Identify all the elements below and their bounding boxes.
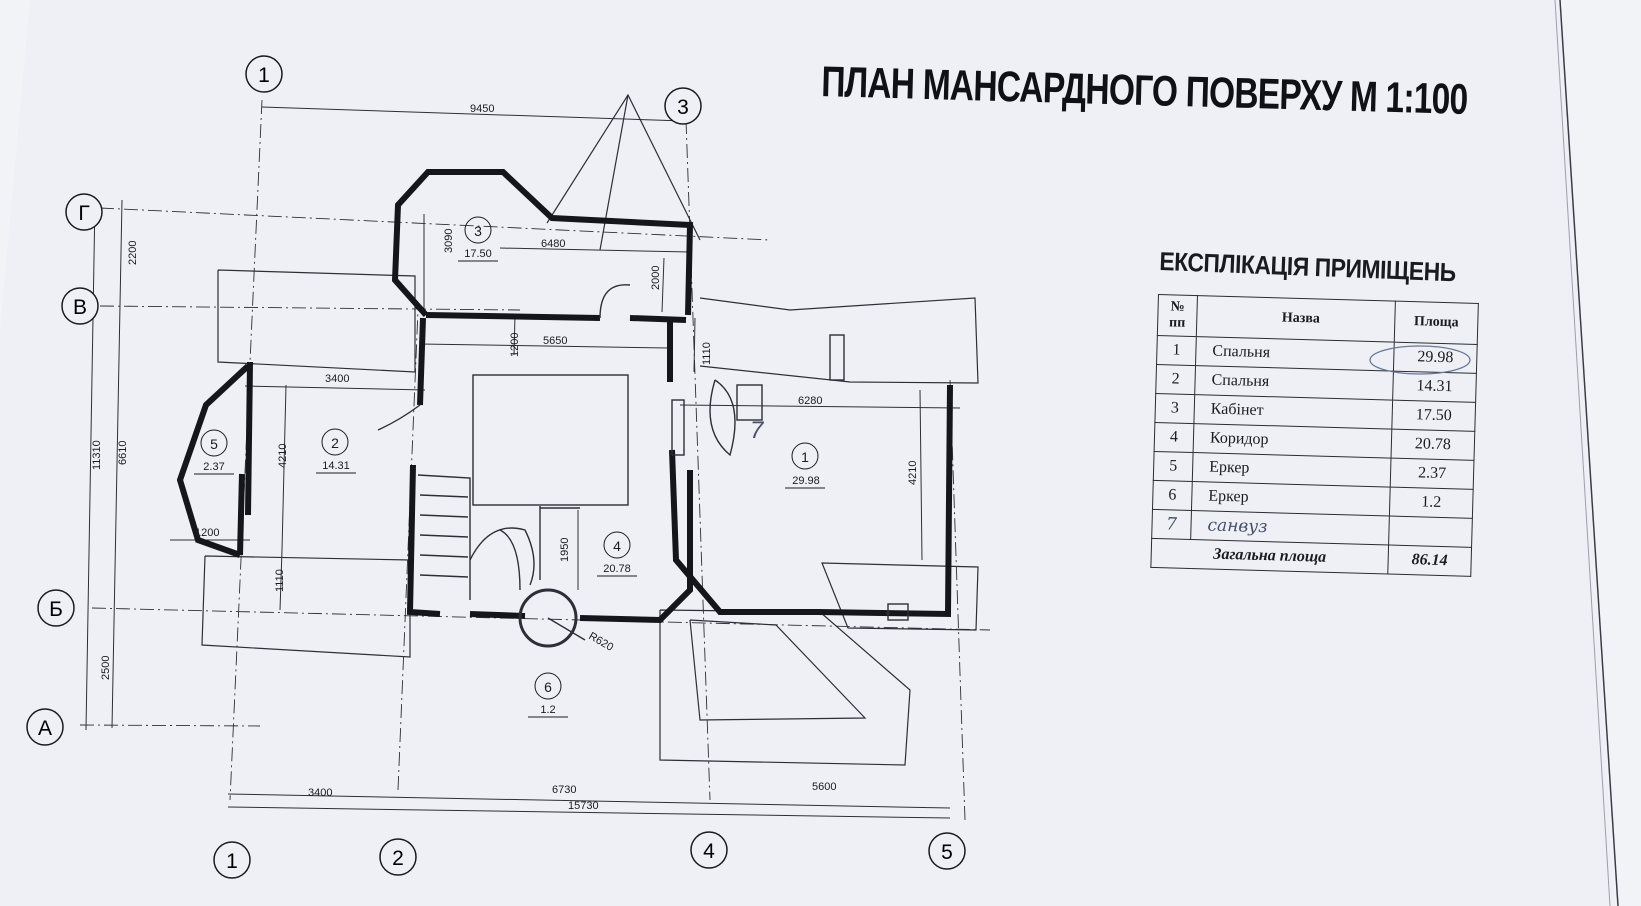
dim-bottom-total: 15730: [568, 800, 599, 812]
room-marker-2: 2 14.31: [316, 428, 356, 474]
dim-corridor-depth: 1200: [509, 333, 521, 357]
row-num: 4: [1154, 422, 1194, 453]
row-area: 17.50: [1391, 400, 1476, 432]
dim-room3-depth: 3090: [443, 229, 455, 253]
dim-room2-lower: 1110: [274, 569, 286, 592]
explication-table: № пп Назва Площа 1 Спальня 29.98 2 Спаль…: [1150, 294, 1479, 577]
svg-text:1: 1: [801, 449, 809, 465]
room-marker-3: 3 17.50: [458, 216, 498, 262]
svg-text:29.98: 29.98: [792, 475, 820, 487]
dim-room5-width: 1200: [195, 527, 219, 539]
svg-text:4: 4: [613, 538, 621, 554]
svg-text:Б: Б: [49, 598, 63, 621]
svg-text:2: 2: [392, 847, 404, 870]
dim-room2-depth: 4210: [277, 444, 289, 468]
header-area: Площа: [1394, 301, 1479, 345]
dim-room2-width: 3400: [325, 373, 349, 385]
dimension-lines: [85, 106, 961, 819]
dim-corridor-width-2: 1110: [701, 342, 713, 365]
dim-left-outer: 11310: [91, 440, 103, 470]
dim-room1-width: 6280: [798, 395, 822, 407]
axis-grid: [79, 99, 991, 821]
total-value: 86.14: [1387, 545, 1472, 577]
dim-left-inner-3: 2500: [100, 656, 112, 680]
axis-marker-top-1: 1: [245, 55, 283, 93]
dim-left-inner-2: 6610: [117, 441, 129, 465]
svg-text:В: В: [73, 296, 87, 319]
row-area: [1388, 516, 1473, 548]
total-label: Загальна площа: [1150, 538, 1389, 575]
paper-edge-shadow: [1554, 0, 1611, 906]
axis-markers: 1 3 Г В Б А 1: [26, 55, 966, 879]
svg-text:2: 2: [331, 435, 339, 451]
room-marker-7: 7: [750, 417, 765, 444]
row-area: 29.98: [1393, 342, 1478, 374]
room-marker-4: 4 20.78: [597, 531, 637, 577]
dim-bottom-2: 6730: [552, 784, 576, 796]
dim-corridor-width: 5650: [543, 335, 567, 347]
row-num: 6: [1152, 480, 1193, 511]
axis-marker-bottom-5: 5: [928, 832, 966, 870]
row-num: 7: [1151, 509, 1192, 540]
axis-marker-bottom-4: 4: [690, 831, 728, 869]
svg-text:2.37: 2.37: [203, 461, 224, 473]
walls: [176, 169, 953, 624]
svg-text:Г: Г: [78, 202, 89, 225]
svg-text:7: 7: [750, 417, 765, 444]
row-area: 14.31: [1392, 371, 1477, 403]
svg-text:4: 4: [703, 840, 715, 863]
row-num: 2: [1155, 364, 1196, 395]
row-num: 3: [1154, 393, 1195, 424]
dim-left-inner-1: 2200: [127, 241, 139, 265]
axis-marker-left-g: Г: [65, 193, 103, 231]
svg-text:1: 1: [258, 64, 270, 87]
room-marker-1: 1 29.98: [785, 442, 825, 489]
svg-text:17.50: 17.50: [464, 248, 492, 260]
row-area: 1.2: [1389, 487, 1474, 519]
svg-text:6: 6: [544, 679, 552, 695]
svg-text:1: 1: [226, 850, 238, 873]
axis-marker-bottom-2: 2: [379, 838, 417, 876]
paper-edge: [1559, 0, 1619, 906]
stair-and-interior: [377, 284, 909, 648]
dim-room3-side: 2000: [650, 266, 662, 290]
svg-text:14.31: 14.31: [322, 460, 350, 472]
axis-marker-left-b: Б: [37, 589, 75, 627]
row-area: 20.78: [1391, 429, 1475, 461]
header-name: Назва: [1196, 295, 1396, 343]
dim-room1-depth: 4210: [907, 461, 919, 485]
dim-stair-depth: 1950: [559, 538, 571, 562]
room-marker-5: 5 2.37: [194, 429, 234, 475]
axis-marker-bottom-1: 1: [213, 841, 251, 879]
svg-text:1.2: 1.2: [540, 704, 555, 716]
header-num: № пп: [1157, 294, 1198, 337]
svg-text:5: 5: [941, 841, 953, 864]
dim-room3-width: 6480: [541, 238, 565, 250]
dimension-labels: 9450 3400 6730 5600 15730 11310 2200 661…: [91, 103, 919, 812]
dim-top: 9450: [470, 103, 494, 115]
row-num: 5: [1153, 451, 1194, 482]
svg-text:3: 3: [474, 223, 482, 239]
svg-text:5: 5: [210, 436, 218, 452]
row-area: 2.37: [1390, 458, 1474, 490]
dim-bottom-1: 3400: [308, 787, 332, 799]
room-marker-6: 6 1.2: [528, 672, 568, 718]
axis-marker-left-v: В: [61, 287, 99, 325]
svg-text:А: А: [38, 717, 52, 740]
row-num: 1: [1156, 335, 1197, 366]
svg-text:20.78: 20.78: [603, 563, 631, 575]
svg-text:3: 3: [677, 96, 689, 119]
axis-marker-top-3: 3: [664, 87, 702, 125]
room-markers: 1 29.98 2 14.31 3 17.50 4 20.78: [194, 216, 825, 718]
axis-marker-left-a: А: [26, 708, 64, 746]
dim-bottom-3: 5600: [812, 781, 836, 793]
